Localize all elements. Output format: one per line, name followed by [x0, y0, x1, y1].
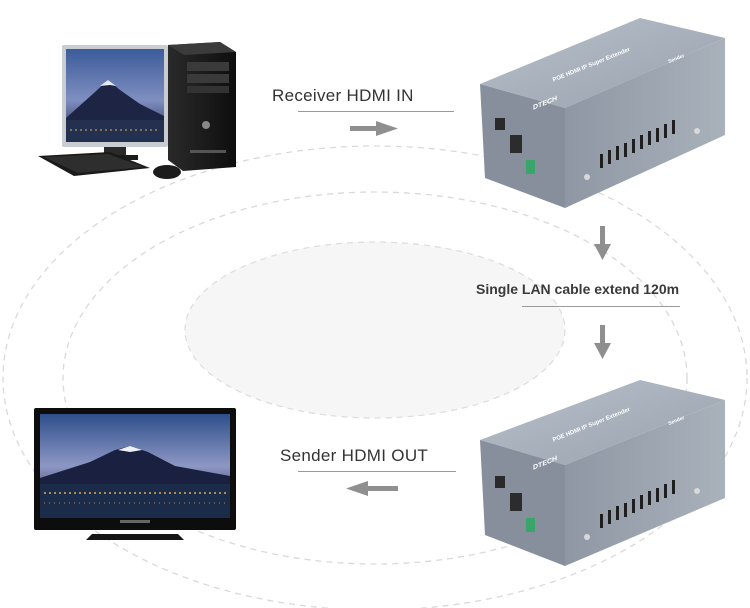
- receiver-underline: [298, 111, 454, 112]
- desktop-pc: [38, 42, 236, 179]
- extender-box-bottom: [480, 380, 725, 566]
- arrow-down-1: [594, 226, 611, 260]
- tv-display: [34, 408, 236, 540]
- lan-cable-label: Single LAN cable extend 120m: [476, 281, 680, 297]
- sender-underline: [298, 471, 456, 472]
- arrow-down-2: [594, 325, 611, 359]
- lan-underline: [522, 306, 680, 307]
- center-oval: [184, 241, 566, 419]
- arrow-left-bottom: [346, 481, 398, 496]
- sender-hdmi-out-label: Sender HDMI OUT: [280, 446, 429, 465]
- receiver-hdmi-in-label: Receiver HDMI IN: [272, 86, 414, 105]
- extender-box-top: [480, 18, 725, 208]
- background-dashed-rings: [2, 145, 748, 608]
- arrow-right-top: [350, 121, 398, 136]
